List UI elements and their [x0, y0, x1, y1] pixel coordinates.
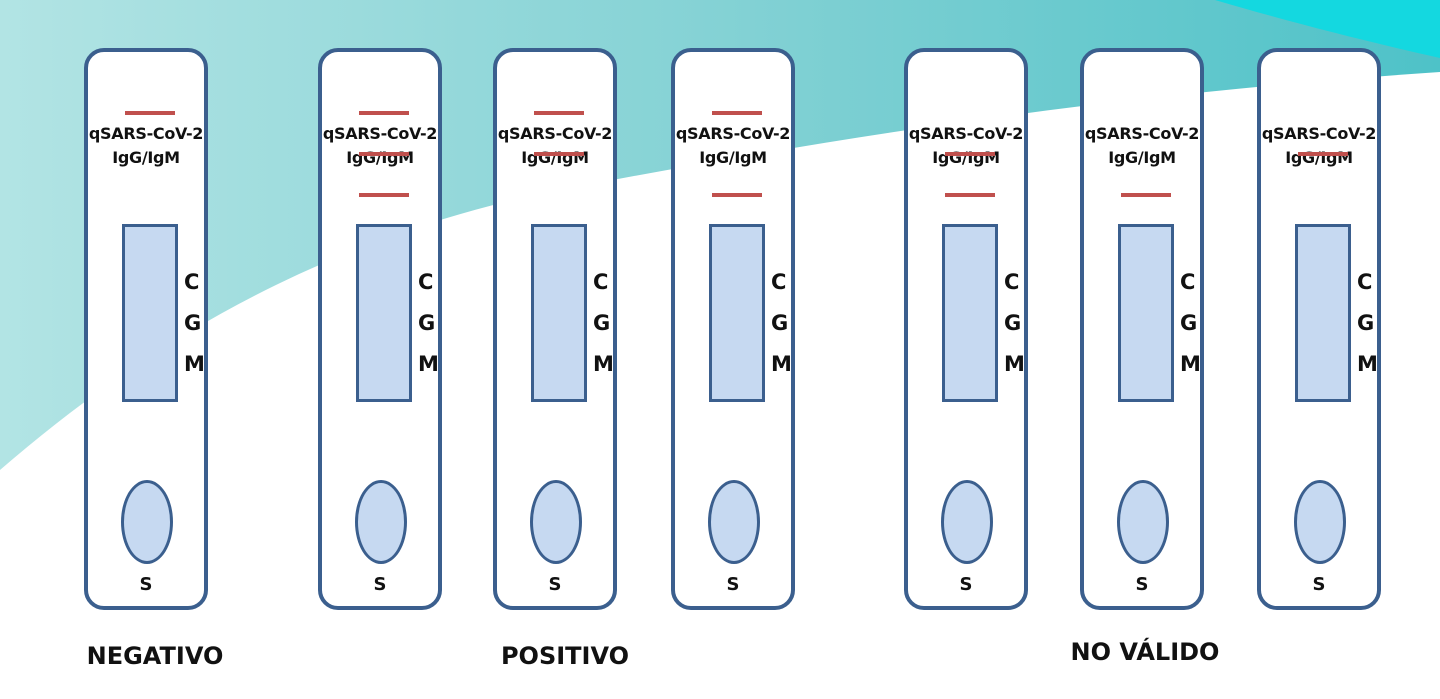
cassette-label-line2: IgG/IgM [699, 148, 767, 167]
marker-g: G [1004, 311, 1022, 335]
band-c [534, 111, 584, 115]
cassette-label-line1: qSARS-CoV-2 [908, 124, 1024, 143]
sample-well [121, 480, 173, 564]
marker-m: M [1180, 352, 1201, 376]
band-m [359, 193, 409, 197]
sample-label: S [1135, 574, 1149, 595]
marker-g: G [184, 311, 202, 335]
band-g [1298, 152, 1348, 156]
result-window [122, 111, 178, 402]
result-window [709, 111, 765, 402]
sample-label: S [726, 574, 740, 595]
sample-label: S [373, 574, 387, 595]
band-m [945, 193, 995, 197]
sample-label: S [1312, 574, 1326, 595]
sample-well [355, 480, 407, 564]
sample-label: S [959, 574, 973, 595]
caption-negativo: NEGATIVO [86, 642, 224, 670]
marker-m: M [1004, 352, 1025, 376]
cassette-label-line2: IgG/IgM [1108, 148, 1176, 167]
marker-g: G [1357, 311, 1375, 335]
marker-g: G [593, 311, 611, 335]
result-window [1118, 193, 1174, 402]
cassette-label-line2: IgG/IgM [521, 148, 589, 167]
marker-c: C [418, 270, 434, 294]
marker-c: C [593, 270, 609, 294]
sample-well [708, 480, 760, 564]
sample-well [1117, 480, 1169, 564]
cassette-label-line1: qSARS-CoV-2 [88, 124, 204, 143]
band-g [945, 152, 995, 156]
band-c [359, 111, 409, 115]
marker-c: C [1180, 270, 1196, 294]
band-m [712, 193, 762, 197]
sample-well [941, 480, 993, 564]
caption-no-valido: NO VÁLIDO [1070, 638, 1220, 666]
band-c [125, 111, 175, 115]
band-g [534, 152, 584, 156]
marker-c: C [184, 270, 200, 294]
result-window [356, 111, 412, 402]
band-m [1121, 193, 1171, 197]
marker-m: M [771, 352, 792, 376]
cassette-label-line1: qSARS-CoV-2 [1261, 124, 1377, 143]
marker-g: G [771, 311, 789, 335]
marker-c: C [1357, 270, 1373, 294]
cassette-label-line2: IgG/IgM [1285, 148, 1353, 167]
sample-label: S [139, 574, 153, 595]
result-window [1295, 152, 1351, 402]
marker-m: M [184, 352, 205, 376]
cassette-label-line1: qSARS-CoV-2 [497, 124, 613, 143]
cassette-label-line1: qSARS-CoV-2 [322, 124, 438, 143]
marker-c: C [771, 270, 787, 294]
band-g [359, 152, 409, 156]
sample-well [530, 480, 582, 564]
sample-well [1294, 480, 1346, 564]
band-c [712, 111, 762, 115]
cassette-label-line1: qSARS-CoV-2 [1084, 124, 1200, 143]
marker-m: M [593, 352, 614, 376]
marker-g: G [418, 311, 436, 335]
marker-m: M [418, 352, 439, 376]
marker-m: M [1357, 352, 1378, 376]
caption-positivo: POSITIVO [500, 642, 630, 670]
cassette-label-line2: IgG/IgM [932, 148, 1000, 167]
cassette-label-line2: IgG/IgM [112, 148, 180, 167]
sample-label: S [548, 574, 562, 595]
result-window [531, 111, 587, 402]
result-window [942, 152, 998, 402]
marker-c: C [1004, 270, 1020, 294]
cassette-label-line1: qSARS-CoV-2 [675, 124, 791, 143]
cassette-label-line2: IgG/IgM [346, 148, 414, 167]
marker-g: G [1180, 311, 1198, 335]
